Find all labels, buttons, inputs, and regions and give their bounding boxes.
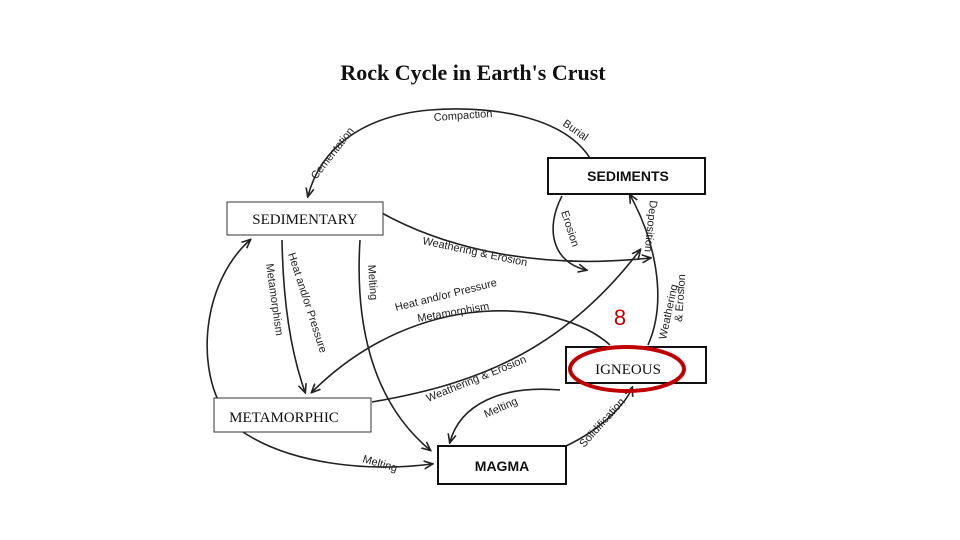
label-compaction: Compaction <box>433 108 492 124</box>
igneous-highlight-circle <box>568 345 686 393</box>
label-weathering-erosion-top: Weathering & Erosion <box>421 235 528 269</box>
arrow-sedimentary-weathering <box>379 211 650 261</box>
label-cementation: Cementation <box>309 125 357 182</box>
label-and-erosion-right: & Erosion <box>673 274 688 322</box>
label-melting-left: Melting <box>365 264 379 300</box>
metamorphic-label: METAMORPHIC <box>229 410 339 426</box>
arrow-sedimentary-melting <box>358 239 430 450</box>
sediments-box <box>547 157 706 195</box>
label-deposition: Deposition <box>642 200 659 253</box>
arrow-solidification <box>565 388 632 447</box>
arrow-left-loop <box>206 240 250 409</box>
diagram-title: Rock Cycle in Earth's Crust <box>340 60 606 85</box>
label-burial: Burial <box>560 118 590 144</box>
arrow-metamorphic-weathering <box>371 250 640 403</box>
arrow-metamorphic-melting <box>239 429 432 467</box>
sediments-label: SEDIMENTS <box>587 168 669 184</box>
magma-box <box>437 445 567 485</box>
arrow-erosion <box>552 195 586 270</box>
arrow-sedimentary-to-metamorphic <box>281 239 305 392</box>
arrow-igneous-to-metamorphic <box>312 310 611 392</box>
magma-label: MAGMA <box>475 458 529 474</box>
sedimentary-box <box>226 201 384 236</box>
sedimentary-label: SEDIMENTARY <box>252 212 358 228</box>
metamorphic-box <box>213 397 372 433</box>
annotation-number: 8 <box>614 305 626 330</box>
arrow-igneous-melting <box>450 388 561 442</box>
label-melting-bottom: Melting <box>361 453 398 474</box>
label-erosion: Erosion <box>558 209 581 248</box>
label-metamorphism-left: Metamorphism <box>263 263 285 337</box>
arrow-deposition <box>630 195 659 346</box>
igneous-label: IGNEOUS <box>595 362 661 378</box>
arrow-burial-compaction-cementation <box>308 108 591 196</box>
label-solidification: Solidification <box>577 396 627 450</box>
